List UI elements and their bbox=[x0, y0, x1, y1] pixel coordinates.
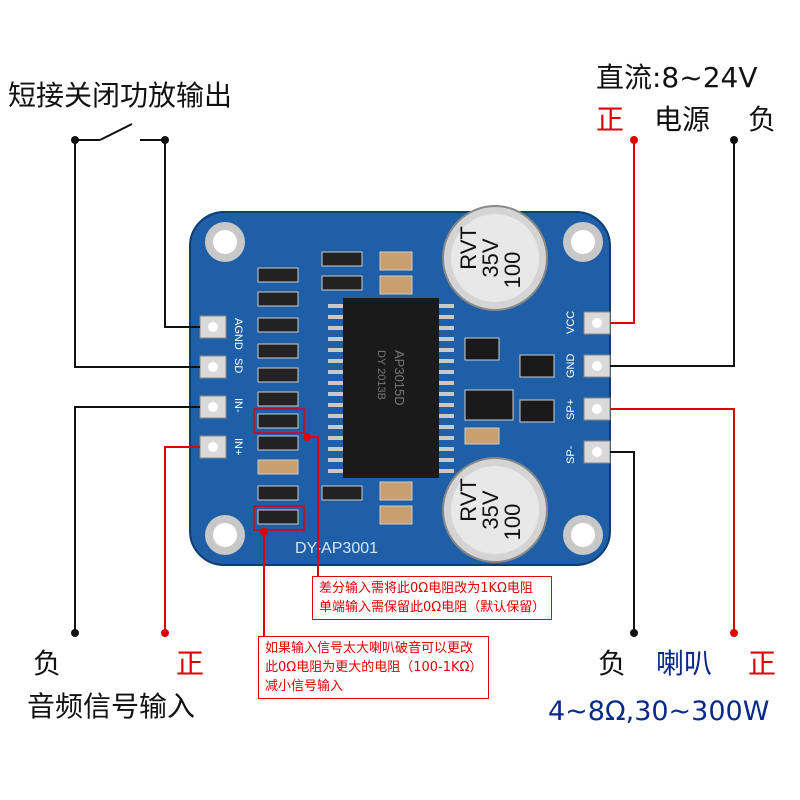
pin-label-in-minus: IN- bbox=[232, 398, 244, 413]
svg-text:RVT: RVT bbox=[456, 226, 481, 270]
board-model-label: DY-AP3001 bbox=[295, 540, 378, 557]
svg-text:35V: 35V bbox=[478, 490, 503, 529]
power-positive-label: 正 bbox=[596, 103, 625, 136]
power-name-label: 电源 bbox=[654, 103, 711, 136]
resistor-array bbox=[257, 267, 299, 525]
capacitor-bottom: 100 35V RVT bbox=[442, 457, 548, 563]
speaker-name-label: 喇叭 bbox=[656, 647, 713, 680]
wires bbox=[74, 123, 735, 665]
shutdown-label: 短接关闭功放输出 bbox=[8, 79, 233, 112]
svg-text:100: 100 bbox=[500, 252, 525, 289]
highlight-gain-resistor bbox=[253, 505, 305, 531]
speaker-negative-label: 负 bbox=[598, 647, 627, 680]
speaker-positive-label: 正 bbox=[748, 647, 777, 680]
differential-note-line-1: 差分输入需将此0Ω电阻改为1KΩ电阻 bbox=[319, 581, 533, 596]
signal-level-note: 如果输入信号太大喇叭破音可以更改 此0Ω电阻为更大的电阻（100-1KΩ） 减小… bbox=[258, 636, 490, 699]
amplifier-ic bbox=[328, 298, 454, 478]
pin-label-vcc: VCC bbox=[565, 311, 577, 334]
top-components bbox=[321, 251, 413, 295]
pin-label-in-plus: IN+ bbox=[232, 438, 244, 455]
audio-positive-label: 正 bbox=[176, 647, 205, 680]
pin-label-gnd: GND bbox=[565, 354, 577, 379]
ic-marking-1: AP3015D bbox=[392, 350, 407, 406]
differential-note-line-2: 单端输入需保留此0Ω电阻（默认保留） bbox=[319, 600, 546, 615]
audio-negative-label: 负 bbox=[33, 647, 62, 680]
mounting-holes bbox=[205, 222, 603, 555]
wire-dots bbox=[71, 136, 738, 637]
signal-note-line-2: 此0Ω电阻为更大的电阻（100-1KΩ） bbox=[265, 660, 483, 675]
ic-marking-2: DY 2013B bbox=[375, 350, 387, 400]
differential-input-note: 差分输入需将此0Ω电阻改为1KΩ电阻 单端输入需保留此0Ω电阻（默认保留） bbox=[312, 576, 553, 620]
pin-label-sp-minus: SP- bbox=[565, 445, 577, 464]
pin-label-sp-plus: SP+ bbox=[565, 399, 577, 420]
signal-note-line-1: 如果输入信号太大喇叭破音可以更改 bbox=[265, 641, 474, 656]
capacitor-top: 100 35V RVT bbox=[442, 205, 548, 311]
svg-text:RVT: RVT bbox=[456, 478, 481, 522]
svg-text:100: 100 bbox=[500, 504, 525, 541]
svg-text:35V: 35V bbox=[478, 238, 503, 277]
power-voltage-label: 直流:8~24V bbox=[596, 61, 758, 94]
power-negative-label: 负 bbox=[748, 103, 777, 136]
right-components bbox=[321, 337, 555, 525]
right-pads bbox=[583, 311, 611, 464]
pin-label-agnd: AGND bbox=[232, 318, 244, 350]
signal-note-line-3: 减小信号输入 bbox=[265, 679, 344, 694]
pin-label-sd: SD bbox=[232, 358, 244, 373]
highlight-differential-resistor bbox=[253, 408, 305, 434]
speaker-spec-label: 4~8Ω,30~300W bbox=[548, 696, 770, 727]
audio-input-label: 音频信号输入 bbox=[27, 690, 196, 723]
